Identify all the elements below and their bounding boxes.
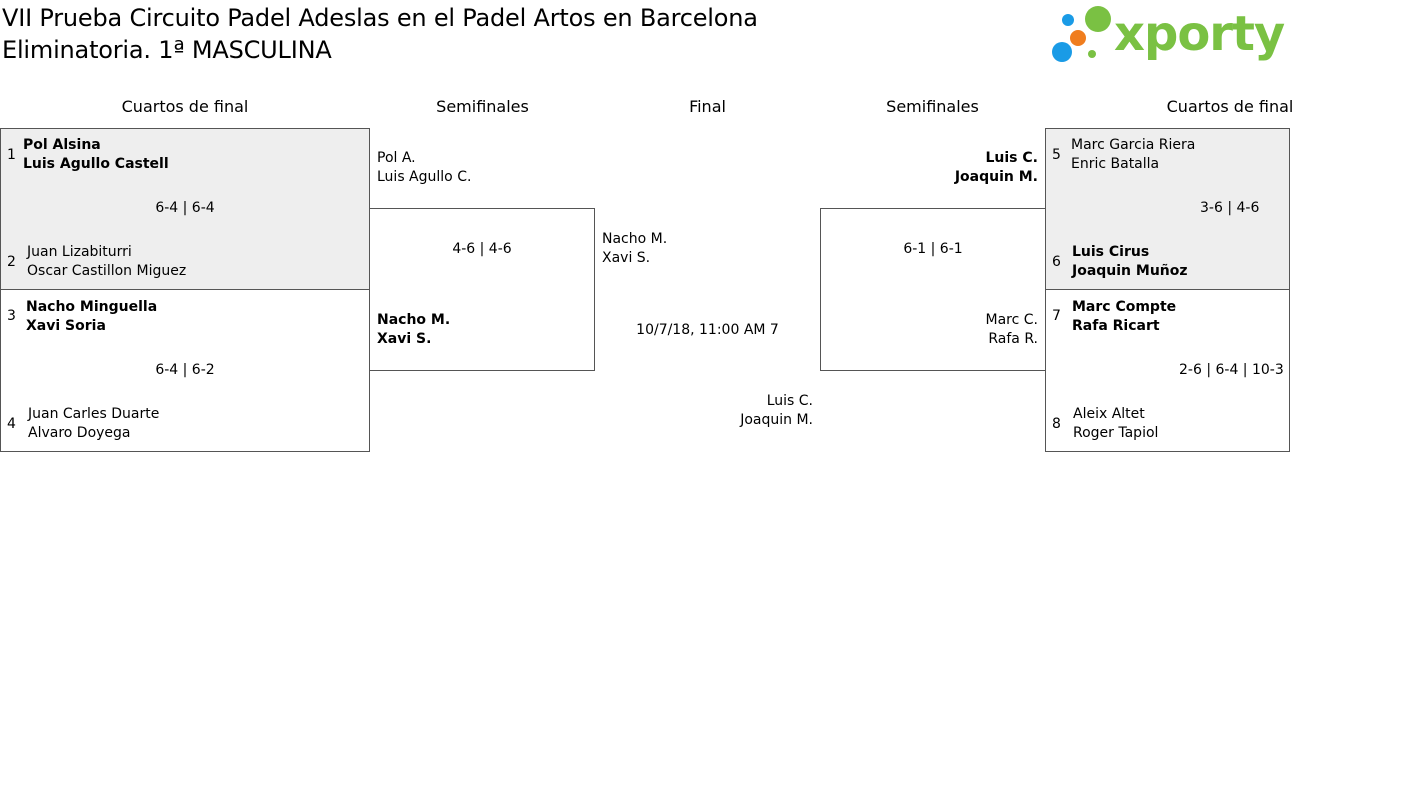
player-name: Roger Tapiol	[1073, 425, 1159, 441]
player-name: Rafa Ricart	[1072, 318, 1160, 334]
xporty-logo[interactable]: xporty	[1052, 4, 1285, 68]
team-winner[interactable]: Marc Compte Rafa Ricart	[1072, 298, 1176, 336]
draw-subtitle: Eliminatoria. 1ª MASCULINA	[2, 36, 332, 64]
round-label-right-quarterfinals: Cuartos de final	[1166, 97, 1294, 116]
player-name: Joaquin Muñoz	[1072, 263, 1188, 279]
player-name: Luis Agullo Castell	[23, 156, 169, 172]
round-label-left-quarterfinals: Cuartos de final	[121, 97, 249, 116]
team-loser[interactable]: Juan Lizabiturri Oscar Castillon Miguez	[27, 243, 186, 281]
seed-number: 8	[1052, 416, 1061, 432]
player-name: Luis Agullo C.	[377, 169, 472, 185]
right-qf-match-1[interactable]	[1045, 128, 1290, 290]
logo-wordmark: xporty	[1114, 6, 1285, 62]
seed-number: 2	[7, 254, 16, 270]
player-name: Joaquin M.	[740, 412, 813, 428]
player-name: Luis C.	[766, 393, 813, 409]
player-name: Xavi S.	[377, 331, 432, 347]
player-name: Juan Lizabiturri	[27, 244, 132, 260]
logo-dot-orange-icon	[1070, 30, 1086, 46]
player-name: Luis C.	[985, 150, 1039, 166]
match-score: 6-1 | 6-1	[903, 241, 963, 257]
team-loser[interactable]: Aleix Altet Roger Tapiol	[1073, 405, 1158, 443]
player-name: Marc C.	[985, 312, 1038, 328]
player-name: Joaquin M.	[954, 169, 1038, 185]
player-name: Xavi Soria	[26, 318, 106, 334]
tournament-title: VII Prueba Circuito Padel Adeslas en el …	[2, 4, 758, 32]
logo-dot-green-icon	[1085, 6, 1111, 32]
player-name: Nacho M.	[602, 231, 668, 247]
seed-number: 7	[1052, 308, 1061, 324]
team-loser[interactable]: Juan Carles Duarte Alvaro Doyega	[28, 405, 159, 443]
team-winner[interactable]: Nacho Minguella Xavi Soria	[26, 298, 157, 336]
player-name: Rafa R.	[988, 331, 1038, 347]
round-label-final: Final	[689, 97, 726, 116]
right-qf-match-2[interactable]	[1045, 289, 1290, 452]
player-name: Juan Carles Duarte	[28, 406, 160, 422]
left-qf-match-1[interactable]	[0, 128, 370, 290]
player-name: Marc Garcia Riera	[1071, 137, 1196, 153]
player-name: Xavi S.	[602, 250, 651, 266]
player-name: Oscar Castillon Miguez	[27, 263, 187, 279]
logo-dot-blue-large-icon	[1052, 42, 1072, 62]
seed-number: 1	[7, 147, 16, 163]
match-score: 2-6 | 6-4 | 10-3	[1179, 362, 1284, 378]
seed-number: 5	[1052, 147, 1061, 163]
seed-number: 3	[7, 308, 16, 324]
round-label-right-semifinals: Semifinales	[886, 97, 979, 116]
final-team-right[interactable]: Luis C. Joaquin M.	[640, 392, 813, 430]
final-schedule: 10/7/18, 11:00 AM 7	[636, 322, 779, 338]
player-name: Marc Compte	[1072, 299, 1177, 315]
match-score: 6-4 | 6-2	[155, 362, 215, 378]
team-loser[interactable]: Marc Garcia Riera Enric Batalla	[1071, 136, 1195, 174]
player-name: Enric Batalla	[1071, 156, 1160, 172]
logo-dot-blue-small-icon	[1062, 14, 1074, 26]
final-team-left[interactable]: Nacho M. Xavi S.	[602, 230, 667, 268]
player-name: Pol A.	[377, 150, 416, 166]
team-winner[interactable]: Luis Cirus Joaquin Muñoz	[1072, 243, 1188, 281]
team-winner[interactable]: Pol Alsina Luis Agullo Castell	[23, 136, 169, 174]
team-winner[interactable]: Luis C. Joaquin M.	[840, 149, 1038, 187]
left-sf-match[interactable]	[369, 208, 595, 371]
team-loser[interactable]: Pol A. Luis Agullo C.	[377, 149, 471, 187]
round-label-left-semifinals: Semifinales	[436, 97, 529, 116]
player-name: Luis Cirus	[1072, 244, 1150, 260]
logo-dot-green-small-icon	[1088, 50, 1096, 58]
page-title: VII Prueba Circuito Padel Adeslas en el …	[2, 2, 758, 66]
match-score: 3-6 | 4-6	[1200, 200, 1260, 216]
seed-number: 6	[1052, 254, 1061, 270]
player-name: Pol Alsina	[23, 137, 101, 153]
team-loser[interactable]: Marc C. Rafa R.	[840, 311, 1038, 349]
seed-number: 4	[7, 416, 16, 432]
match-score: 6-4 | 6-4	[155, 200, 215, 216]
player-name: Nacho M.	[377, 312, 451, 328]
player-name: Alvaro Doyega	[28, 425, 131, 441]
team-winner[interactable]: Nacho M. Xavi S.	[377, 311, 450, 349]
player-name: Nacho Minguella	[26, 299, 158, 315]
match-score: 4-6 | 4-6	[452, 241, 512, 257]
player-name: Aleix Altet	[1073, 406, 1145, 422]
